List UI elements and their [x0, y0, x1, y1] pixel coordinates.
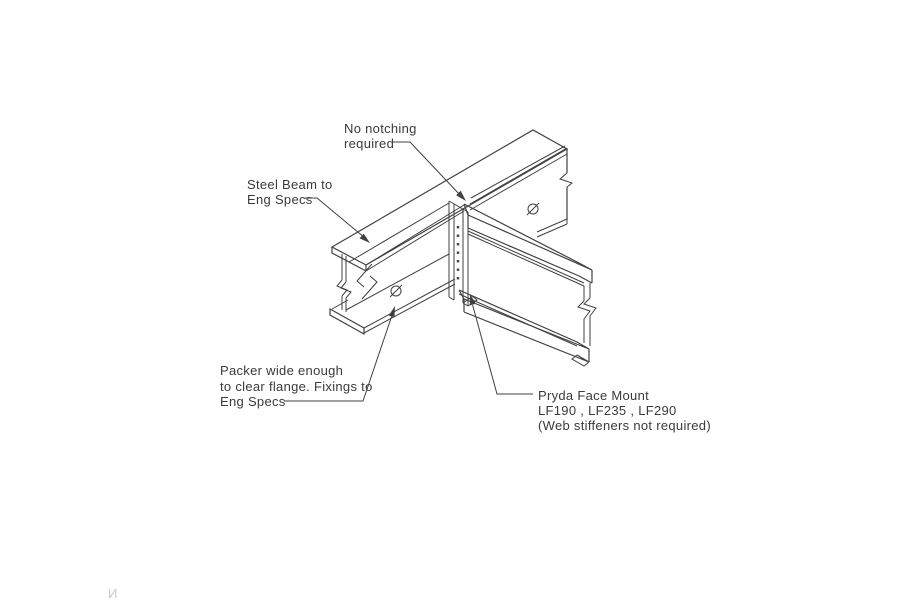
beam-right-end-break-icon	[559, 172, 574, 188]
beam-bottom-flange-top-sliver	[331, 299, 349, 310]
beam-web-top-edge-right	[470, 145, 566, 199]
arrowhead-pryda	[469, 294, 476, 306]
arrowhead-steel-beam	[359, 233, 370, 243]
joist-web-top-junction	[467, 230, 585, 287]
leader-steel-beam	[305, 197, 370, 243]
label-no-notching-line1: No notching	[344, 121, 417, 136]
packer-edges	[448, 201, 455, 301]
watermark-text: И	[108, 586, 117, 600]
beam-web-break-icon	[356, 263, 378, 300]
joist-web-end	[577, 283, 597, 346]
joist-top-chord	[463, 203, 593, 287]
label-pryda-line3: (Web stiffeners not required)	[538, 418, 711, 433]
label-pryda-line1: Pryda Face Mount	[538, 388, 649, 403]
beam-top-flange-front-right	[469, 147, 568, 211]
label-pryda: Pryda Face Mount LF190 , LF235 , LF290 (…	[538, 388, 711, 433]
label-packer-line1: Packer wide enough	[220, 363, 343, 378]
leader-packer	[284, 306, 395, 402]
steel-beam	[329, 129, 574, 336]
label-steel-beam: Steel Beam to Eng Specs	[247, 177, 333, 207]
bolt-icon-right	[526, 202, 540, 216]
label-no-notching: No notching required	[344, 121, 417, 151]
beam-left-cut-bottom-flange	[329, 307, 365, 336]
beam-left-cut-web-break-icon	[336, 279, 352, 299]
label-steel-beam-line2: Eng Specs	[247, 192, 313, 207]
arrowhead-no-notching	[456, 190, 466, 201]
label-packer-line2: to clear flange. Fixings to	[220, 379, 373, 394]
label-steel-beam-line1: Steel Beam to	[247, 177, 333, 192]
beam-top-flange-front-left	[365, 204, 465, 272]
bracket-nail-holes	[456, 226, 460, 280]
beam-web-top-edge-left	[348, 202, 450, 263]
label-packer-line3: Eng Specs	[220, 394, 286, 409]
label-no-notching-line2: required	[344, 136, 394, 151]
bolt-icon-left	[389, 284, 403, 298]
label-pryda-line2: LF190 , LF235 , LF290	[538, 403, 677, 418]
label-packer: Packer wide enough to clear flange. Fixi…	[220, 363, 373, 409]
joist-web-break-icon	[577, 297, 597, 320]
beam-bottom-flange-front-right	[536, 218, 568, 238]
beam-left-cut-top-flange	[331, 247, 367, 272]
bolt-symbols	[389, 202, 540, 298]
leader-no-notching	[392, 141, 466, 201]
joist-bottom-chord-under-sliver	[571, 354, 590, 367]
packer-plate	[448, 201, 455, 301]
joist-web-bottom-junction	[458, 293, 578, 347]
joist-bottom-chord	[458, 289, 590, 367]
arrowhead-packer	[388, 306, 395, 318]
beam-web-bottom-edge-left	[345, 253, 450, 311]
beam-bottom-flange-front-left	[363, 278, 456, 334]
timber-i-joist	[458, 203, 597, 367]
joist-web-end-edges	[583, 283, 591, 346]
leader-pryda	[469, 294, 533, 395]
joist-top-chord-edges	[463, 203, 593, 284]
